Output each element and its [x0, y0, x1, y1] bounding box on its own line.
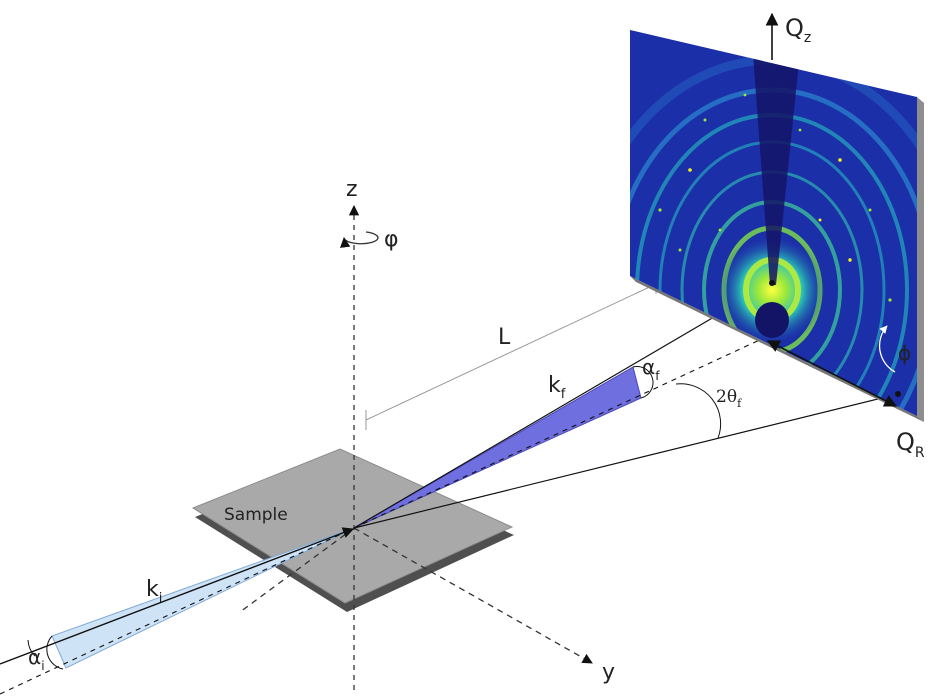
phi-rotation-arrow-icon	[340, 231, 379, 248]
alpha-f-arc	[632, 366, 654, 399]
coordinate-axes	[239, 204, 593, 690]
detector	[630, 30, 924, 422]
detector-point	[895, 391, 901, 397]
detector-edge	[917, 97, 924, 422]
specular-spot	[769, 280, 775, 286]
alpha-i-angle-mark	[27, 639, 36, 657]
y-axis-line	[353, 527, 593, 664]
distance-label: L	[498, 325, 511, 350]
incident-beam	[0, 527, 355, 695]
labels: Sample z y φ L ki kf αi αf 2θf ϕ Qz QR	[28, 14, 925, 685]
k-final-label: kf	[548, 373, 566, 402]
y-axis-label: y	[602, 660, 615, 685]
exit-beam-cone	[353, 366, 642, 529]
phi-rotation-label: φ	[384, 227, 399, 252]
exit-ray-in-plane	[353, 393, 899, 529]
alpha-final-label: αf	[642, 355, 660, 383]
exit-beam	[353, 282, 899, 529]
beamstop	[755, 302, 789, 338]
specular-rod-shadow	[752, 40, 800, 285]
exit-ray-to-specular	[353, 282, 773, 529]
z-axis-label: z	[346, 177, 358, 202]
incident-beam-ray	[0, 527, 355, 665]
two-theta-arc	[675, 383, 722, 439]
two-theta-label: 2θf	[716, 387, 742, 410]
distance-line	[365, 283, 657, 421]
alpha-i-arc	[46, 635, 64, 670]
sample-label: Sample	[224, 505, 288, 525]
sample-plate-top	[191, 448, 514, 604]
x-axis-line	[239, 527, 355, 613]
qr-label: QR	[896, 428, 925, 461]
detector-phi-label: ϕ	[898, 341, 911, 365]
reciprocal-axes	[765, 12, 898, 407]
qz-label: Qz	[785, 14, 811, 46]
incident-beam-cone	[51, 527, 355, 669]
alpha-incident-label: αi	[28, 645, 45, 673]
qr-axis-line	[766, 340, 898, 407]
k-incident-label: ki	[146, 577, 162, 606]
